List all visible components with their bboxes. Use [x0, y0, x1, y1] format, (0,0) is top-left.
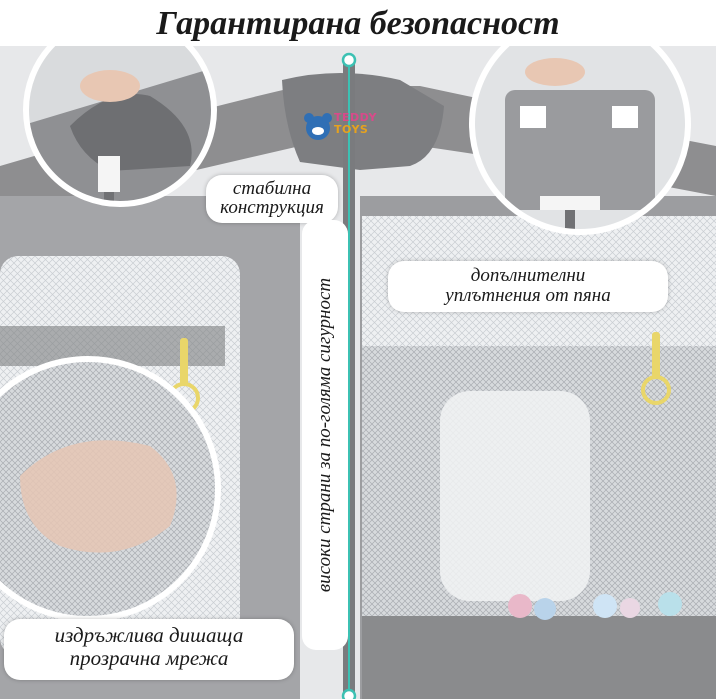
- label-stable-line-1: стабилна: [232, 178, 312, 199]
- label-tall-sides-text: високи страни за по-голяма сигурност: [314, 277, 335, 593]
- label-foam-line-2: уплътнения от пяна: [445, 285, 611, 306]
- brand-logo-text: TEDDY TOYS: [334, 112, 377, 136]
- label-breathable-mesh: издръжлива дишаща прозрачна мрежа: [4, 619, 294, 680]
- label-foam-line-1: допълнителни: [470, 265, 586, 286]
- label-mesh-line-2: прозрачна мрежа: [69, 646, 229, 670]
- label-tall-sides: високи страни за по-голяма сигурност: [302, 220, 348, 650]
- teddy-bear-logo-icon: [304, 113, 332, 140]
- brand-line-2: TOYS: [334, 123, 369, 136]
- label-foam-padding: допълнителни уплътнения от пяна: [388, 261, 668, 312]
- label-stable-construction: стабилна конструкция: [206, 175, 338, 223]
- page-title: Гарантирана безопасност: [156, 5, 560, 42]
- label-mesh-line-1: издръжлива дишаща: [54, 623, 244, 647]
- label-stable-line-2: конструкция: [220, 197, 324, 218]
- brand-line-1: TEDDY: [334, 111, 377, 124]
